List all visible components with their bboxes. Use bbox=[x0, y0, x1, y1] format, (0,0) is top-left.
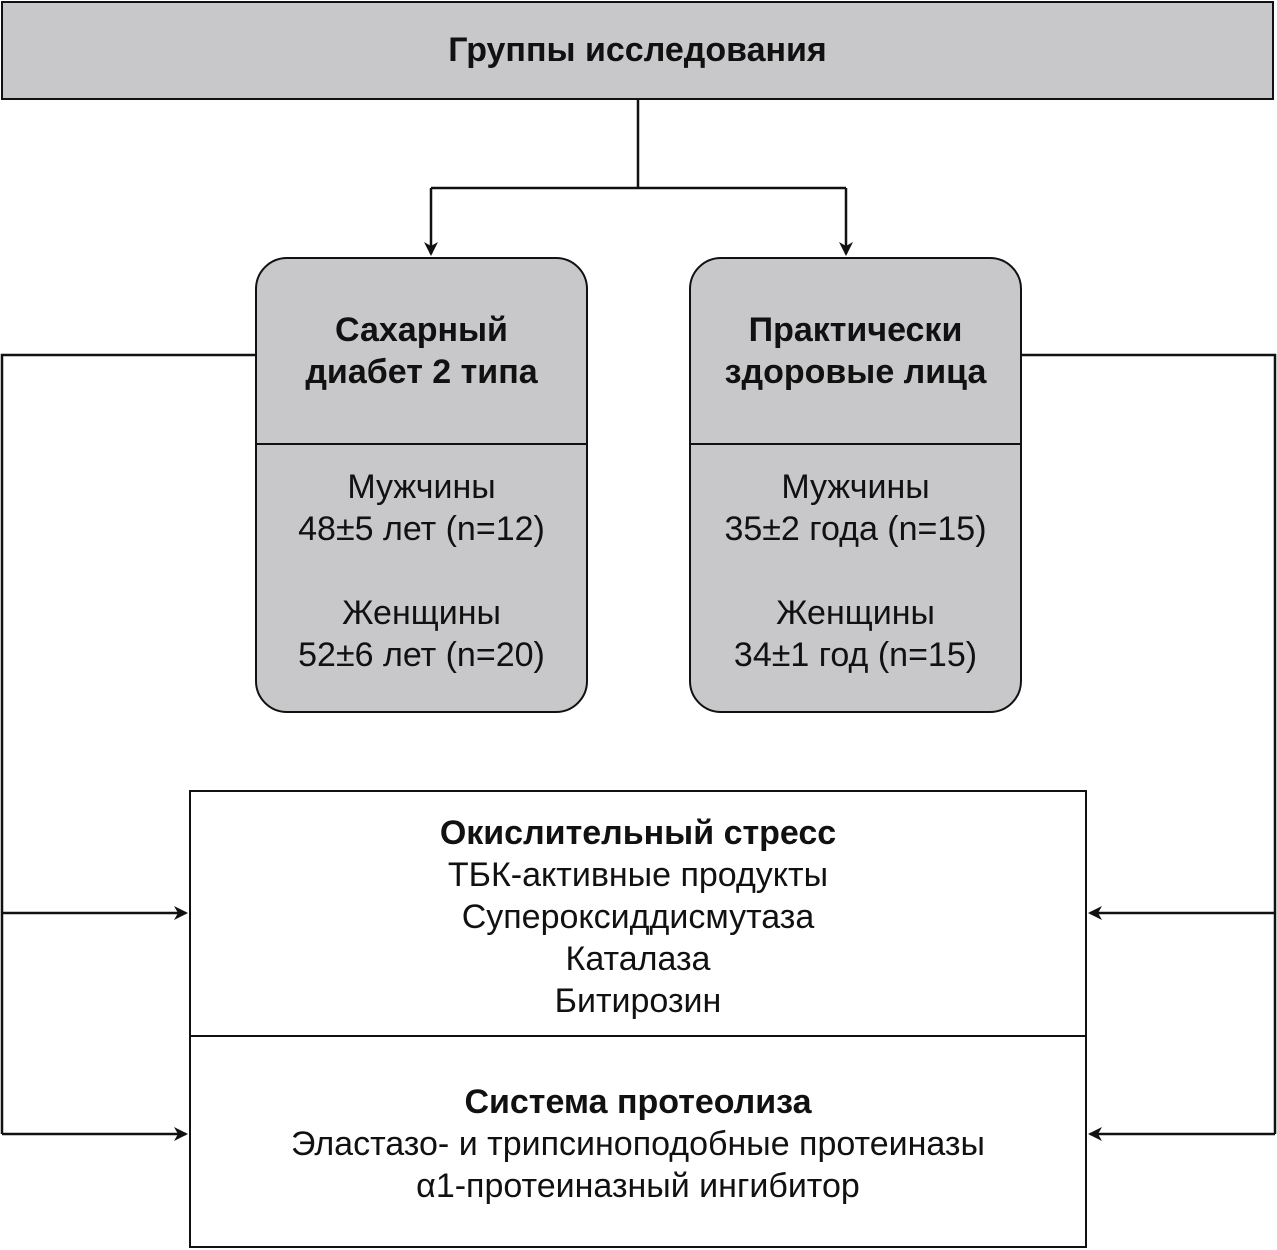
subgroup-women: Женщины 52±6 лет (n=20) bbox=[257, 592, 586, 676]
left-feedback-line bbox=[0, 353, 256, 1134]
header-to-groups-line bbox=[431, 100, 846, 190]
subgroup-stats: 35±2 года (n=15) bbox=[724, 510, 987, 548]
group-body: Мужчины 35±2 года (n=15) Женщины 34±1 го… bbox=[691, 445, 1020, 676]
oxidative-stress-section: Окислительный стресс ТБК-активные продук… bbox=[191, 792, 1085, 1037]
subgroup-label: Женщины bbox=[342, 594, 501, 632]
study-groups-header: Группы исследования bbox=[1, 1, 1274, 100]
section-item: ТБК-активные продукты bbox=[447, 856, 829, 894]
section-title: Окислительный стресс bbox=[439, 814, 837, 852]
right-feedback-line bbox=[1022, 353, 1277, 1134]
header-title: Группы исследования bbox=[448, 31, 827, 69]
proteolysis-section: Система протеолиза Эластазо- и трипсиноп… bbox=[191, 1037, 1085, 1207]
subgroup-label: Мужчины bbox=[781, 468, 930, 506]
group-title-line: диабет 2 типа bbox=[305, 353, 538, 391]
group-title: Практически здоровые лица bbox=[691, 259, 1020, 445]
group-diabetes-type2: Сахарный диабет 2 типа Мужчины 48±5 лет … bbox=[255, 257, 588, 713]
section-item: Битирозин bbox=[554, 982, 722, 1020]
measures-box: Окислительный стресс ТБК-активные продук… bbox=[189, 790, 1087, 1248]
subgroup-stats: 52±6 лет (n=20) bbox=[298, 636, 545, 674]
section-item: Каталаза bbox=[565, 940, 711, 978]
subgroup-stats: 34±1 год (n=15) bbox=[733, 636, 978, 674]
group-title-line: здоровые лица bbox=[724, 353, 987, 391]
subgroup-men: Мужчины 48±5 лет (n=12) bbox=[257, 466, 586, 550]
group-title: Сахарный диабет 2 типа bbox=[257, 259, 586, 445]
subgroup-label: Мужчины bbox=[347, 468, 496, 506]
group-title-line: Сахарный bbox=[335, 311, 508, 349]
section-item: α1-протеиназный ингибитор bbox=[416, 1167, 860, 1205]
group-title-line: Практически bbox=[748, 311, 963, 349]
group-body: Мужчины 48±5 лет (n=12) Женщины 52±6 лет… bbox=[257, 445, 586, 676]
section-item: Супероксиддисмутаза bbox=[461, 898, 815, 936]
subgroup-men: Мужчины 35±2 года (n=15) bbox=[691, 466, 1020, 550]
subgroup-women: Женщины 34±1 год (n=15) bbox=[691, 592, 1020, 676]
section-title: Система протеолиза bbox=[464, 1083, 812, 1121]
subgroup-label: Женщины bbox=[776, 594, 935, 632]
section-item: Эластазо- и трипсиноподобные протеиназы bbox=[291, 1125, 985, 1163]
group-healthy-subjects: Практически здоровые лица Мужчины 35±2 г… bbox=[689, 257, 1022, 713]
subgroup-stats: 48±5 лет (n=12) bbox=[298, 510, 545, 548]
